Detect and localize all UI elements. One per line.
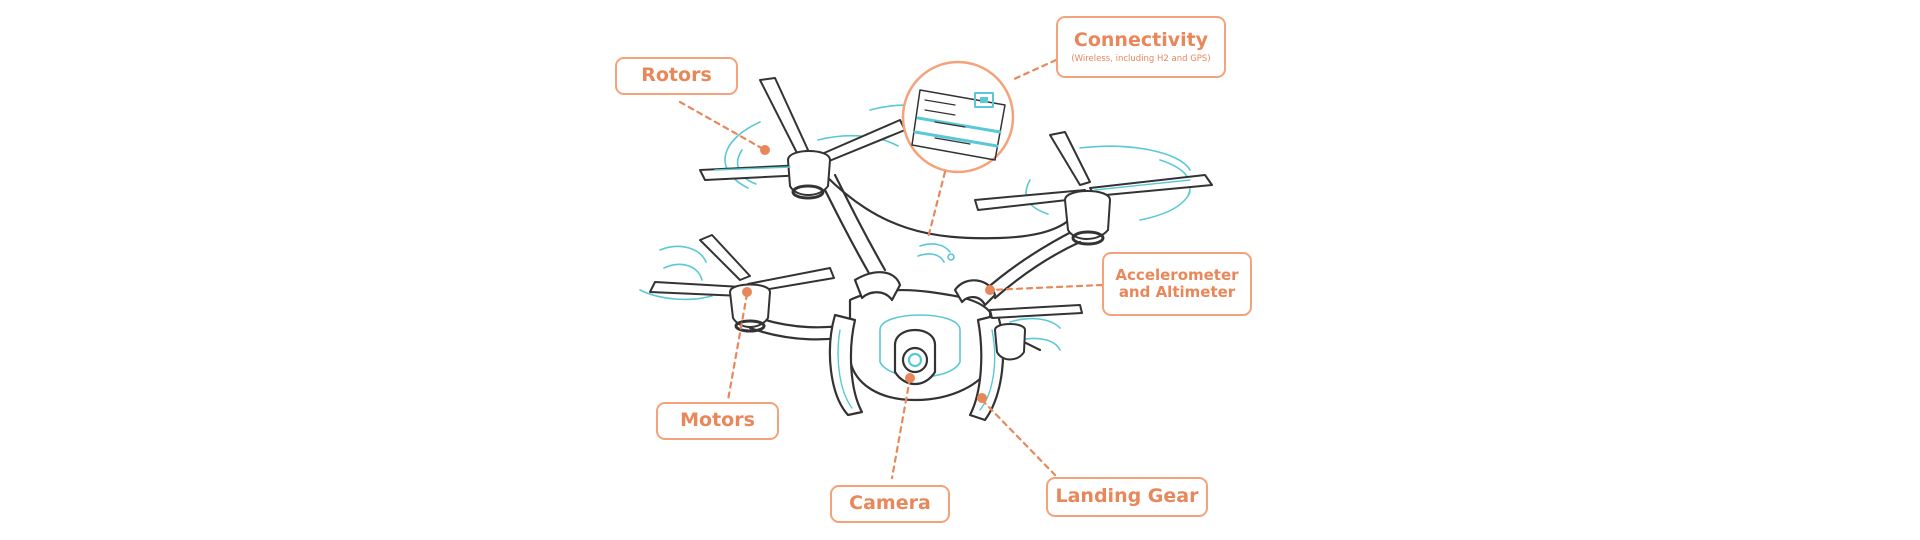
leader-lines xyxy=(678,58,1104,480)
drone-body xyxy=(828,271,1005,422)
rotor-top-left xyxy=(699,77,906,200)
rotors-label-text: Rotors xyxy=(641,64,712,87)
motors-label-text: Motors xyxy=(680,409,755,432)
rotor-top-right xyxy=(974,131,1213,246)
accelerometer-label-line2: and Altimeter xyxy=(1118,283,1236,301)
landing-gear-label-text: Landing Gear xyxy=(1055,485,1199,508)
connectivity-label: Connectivity (Wireless, including H2 and… xyxy=(1056,16,1226,78)
rotor-lower-right xyxy=(989,304,1083,361)
camera-label-text: Camera xyxy=(849,492,931,515)
leader-dots xyxy=(742,145,995,403)
connectivity-magnifier xyxy=(901,60,1015,174)
landing-gear-label: Landing Gear xyxy=(1046,477,1208,517)
rotors-label: Rotors xyxy=(615,57,738,95)
connectivity-label-text: Connectivity xyxy=(1073,28,1209,51)
connectivity-label-subtext: (Wireless, including H2 and GPS) xyxy=(1071,53,1211,64)
accelerometer-label-line1: Accelerometer xyxy=(1115,265,1239,284)
rotor-left xyxy=(649,234,835,333)
camera-label: Camera xyxy=(830,485,950,523)
motion-lines xyxy=(639,104,1191,351)
motors-label: Motors xyxy=(656,402,779,440)
accelerometer-label: Accelerometer and Altimeter xyxy=(1102,252,1252,316)
